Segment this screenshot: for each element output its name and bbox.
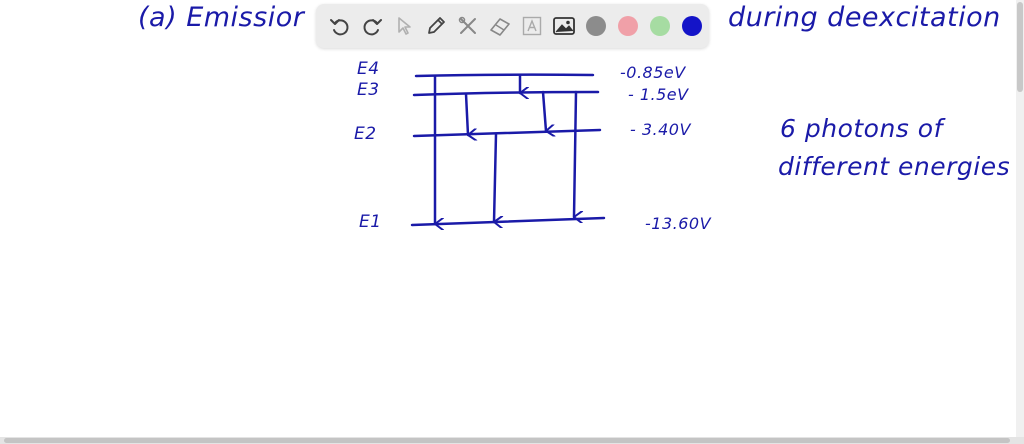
level-line-e1 — [410, 216, 606, 227]
vertical-scrollbar[interactable] — [1016, 0, 1024, 438]
level-line-e3 — [412, 90, 600, 97]
note-line-2: different energies — [778, 152, 1011, 181]
level-label-e4: E4 — [357, 59, 380, 79]
blue-color-swatch[interactable] — [682, 16, 702, 36]
note-line-1: 6 photons of — [780, 114, 943, 143]
text-icon[interactable] — [516, 10, 548, 42]
horizontal-scroll-thumb[interactable] — [4, 438, 1010, 443]
transition-3-to-1 — [572, 90, 576, 217]
gray-color-swatch[interactable] — [586, 16, 606, 36]
transition-3-to-2 — [464, 92, 468, 135]
redo-icon[interactable] — [356, 10, 388, 42]
level-line-e4 — [414, 73, 595, 78]
vertical-scroll-thumb[interactable] — [1017, 2, 1023, 92]
transition-3-to-2b — [541, 90, 546, 131]
drawing-toolbar — [316, 4, 709, 48]
horizontal-scrollbar[interactable] — [0, 437, 1024, 444]
undo-icon[interactable] — [324, 10, 356, 42]
level-label-e2: E2 — [354, 124, 377, 144]
green-color-swatch[interactable] — [650, 16, 670, 36]
level-label-e3: E3 — [357, 80, 380, 100]
heading-left-text: (a) Emissior — [138, 2, 305, 33]
pen-icon[interactable] — [420, 10, 452, 42]
level-line-e2 — [412, 128, 602, 138]
eraser-icon[interactable] — [484, 10, 516, 42]
image-icon[interactable] — [548, 10, 580, 42]
energy-value-e1: -13.60V — [645, 214, 712, 233]
energy-value-e3: - 1.5eV — [628, 85, 689, 104]
transition-2-to-1 — [492, 132, 496, 222]
pink-color-swatch[interactable] — [618, 16, 638, 36]
level-label-e1: E1 — [359, 212, 382, 232]
tools-icon[interactable] — [452, 10, 484, 42]
pointer-icon[interactable] — [388, 10, 420, 42]
energy-value-e4: -0.85eV — [620, 63, 686, 82]
energy-value-e2: - 3.40V — [630, 120, 691, 139]
heading-right-text: during deexcitation — [728, 2, 1001, 33]
